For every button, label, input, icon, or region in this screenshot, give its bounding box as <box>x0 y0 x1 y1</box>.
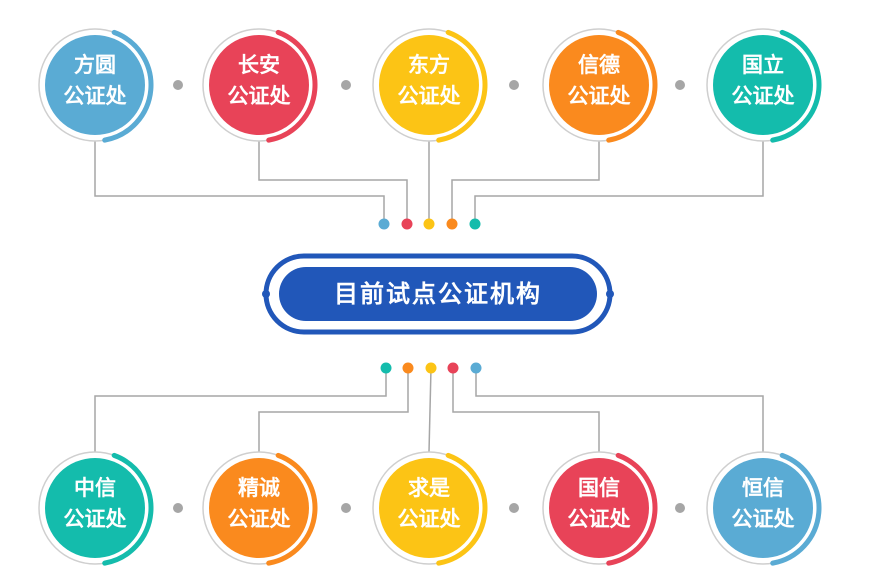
center-pill-left-dot <box>262 290 270 298</box>
separators-layer <box>173 80 685 513</box>
bottom-dot-2 <box>402 362 414 374</box>
bottom-node-4-disc <box>549 458 649 558</box>
center-pill <box>262 253 614 335</box>
top-node-2-line2: 公证处 <box>227 84 291 108</box>
bottom-separator-dot-2 <box>341 503 351 513</box>
bottom-node-2-accent-arc <box>266 452 318 566</box>
top-node-2-disc <box>209 35 309 135</box>
top-separator-dot-4 <box>675 80 685 90</box>
top-node-3-disc <box>379 35 479 135</box>
top-separator-dot-1 <box>173 80 183 90</box>
bottom-separator-dot-3 <box>509 503 519 513</box>
top-node-2-line1: 长安 <box>238 53 280 77</box>
top-connector-4 <box>451 141 600 224</box>
center-title: 目前试点公证机构 <box>334 280 542 308</box>
bottom-node-1-accent-arc <box>102 452 154 566</box>
bottom-node-label-2: 精诚 公证处 <box>203 473 315 535</box>
bottom-node-1-line1: 中信 <box>74 476 116 500</box>
top-node-1-accent-arc <box>102 29 154 143</box>
top-node-label-4: 信德 公证处 <box>543 50 655 112</box>
bottom-dot-5 <box>470 362 482 374</box>
top-dot-1 <box>378 218 390 230</box>
bottom-node-5-disc <box>713 458 813 558</box>
top-connector-2 <box>258 141 408 224</box>
top-separator-dot-2 <box>341 80 351 90</box>
top-node-5-line2: 公证处 <box>731 84 795 108</box>
bottom-node-2-line1: 精诚 <box>238 476 280 500</box>
bottom-node-5-line1: 恒信 <box>742 476 784 500</box>
bottom-node-3-line1: 求是 <box>408 476 450 500</box>
top-node-5-line1: 国立 <box>742 53 784 77</box>
bottom-connector-2 <box>258 368 409 452</box>
bottom-node-3-accent-arc <box>436 452 488 566</box>
top-node-3-line1: 东方 <box>408 53 450 77</box>
center-pill-fill <box>279 267 597 321</box>
top-node-5-disc <box>713 35 813 135</box>
top-node-2-accent-arc <box>266 29 318 143</box>
top-connector-1 <box>94 141 385 224</box>
bottom-node-5-line2: 公证处 <box>731 507 795 531</box>
bottom-connector-1 <box>94 368 387 452</box>
top-node-label-3: 东方 公证处 <box>373 50 485 112</box>
top-node-label-5: 国立 公证处 <box>707 50 819 112</box>
bottom-dot-4 <box>447 362 459 374</box>
top-connector-5 <box>474 141 764 224</box>
top-node-4-accent-arc <box>606 29 658 143</box>
bottom-node-3-line2: 公证处 <box>397 507 461 531</box>
top-node-5-accent-arc <box>770 29 822 143</box>
bottom-node-3-disc <box>379 458 479 558</box>
bottom-node-5-accent-arc <box>770 452 822 566</box>
bottom-node-label-5: 恒信 公证处 <box>707 473 819 535</box>
bottom-node-2-line2: 公证处 <box>227 507 291 531</box>
top-node-label-1: 方圆 公证处 <box>39 50 151 112</box>
nodes-layer <box>38 28 822 566</box>
bottom-node-label-4: 国信 公证处 <box>543 473 655 535</box>
top-dot-2 <box>401 218 413 230</box>
bottom-dot-3 <box>425 362 437 374</box>
bottom-node-4-line2: 公证处 <box>567 507 631 531</box>
bottom-node-4-accent-arc <box>606 452 658 566</box>
top-dot-4 <box>446 218 458 230</box>
top-dot-3 <box>423 218 435 230</box>
bottom-node-4-line1: 国信 <box>578 476 620 500</box>
top-node-1-line1: 方圆 <box>74 53 116 77</box>
top-node-4-line2: 公证处 <box>567 84 631 108</box>
center-pill-right-dot <box>606 290 614 298</box>
bottom-connector-3 <box>428 367 432 453</box>
bottom-node-1-disc <box>45 458 145 558</box>
top-node-3-accent-arc <box>436 29 488 143</box>
bottom-node-label-1: 中信 公证处 <box>39 473 151 535</box>
top-node-1-line2: 公证处 <box>63 84 127 108</box>
bottom-connector-5 <box>475 368 764 452</box>
bottom-separator-dot-1 <box>173 503 183 513</box>
top-separator-dot-3 <box>509 80 519 90</box>
bottom-node-2-disc <box>209 458 309 558</box>
top-node-4-disc <box>549 35 649 135</box>
bottom-node-1-line2: 公证处 <box>63 507 127 531</box>
bottom-node-label-3: 求是 公证处 <box>373 473 485 535</box>
bottom-separator-dot-4 <box>675 503 685 513</box>
bottom-connector-4 <box>452 368 600 452</box>
top-dot-5 <box>469 218 481 230</box>
top-node-1-disc <box>45 35 145 135</box>
top-node-3-line2: 公证处 <box>397 84 461 108</box>
top-node-4-line1: 信德 <box>578 53 620 77</box>
top-node-label-2: 长安 公证处 <box>203 50 315 112</box>
bottom-dot-1 <box>380 362 392 374</box>
connectors-layer <box>94 141 764 453</box>
